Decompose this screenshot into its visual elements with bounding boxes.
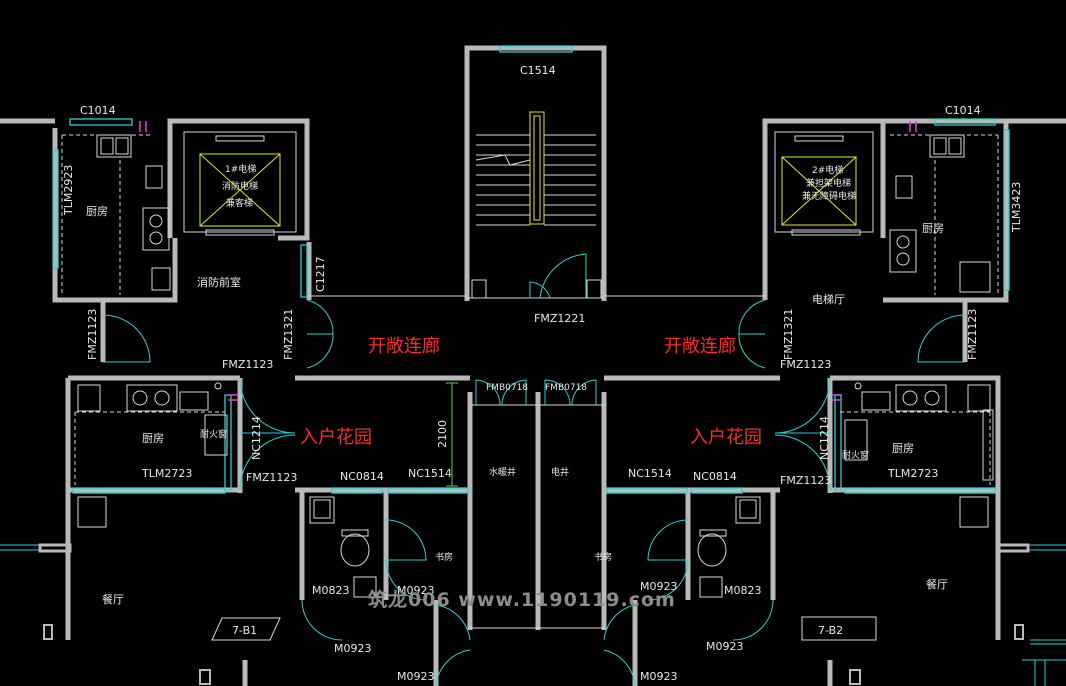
label-kitchen-mr: 厨房 (892, 442, 914, 455)
stair (471, 111, 602, 299)
label-fmz1221: FMZ1221 (534, 312, 585, 325)
label-corridor-right: 开敞连廊 (664, 336, 736, 357)
label-nc1514-right: NC1514 (628, 467, 672, 480)
label-m0923-5: M0923 (397, 670, 435, 683)
label-nc0814-right: NC0814 (693, 470, 737, 483)
label-tlm2723-right: TLM2723 (887, 467, 938, 480)
label-c1514: C1514 (520, 64, 556, 77)
label-water-shaft: 水暖井 (489, 466, 516, 478)
label-fmz1123-r2: FMZ1123 (780, 358, 831, 371)
label-m0923-2: M0923 (640, 580, 678, 593)
label-garden-left: 入户花园 (300, 427, 372, 448)
label-elevator-hall: 电梯厅 (812, 293, 845, 306)
label-nc1514-left: NC1514 (408, 467, 452, 480)
elevators (183, 131, 874, 236)
label-c1014-left: C1014 (80, 104, 116, 117)
kitchen-fixtures (61, 121, 999, 485)
label-elec-shaft: 电井 (551, 466, 569, 478)
label-fmz1123-r3: FMZ1123 (780, 474, 831, 487)
label-fmz1123-l3: FMZ1123 (246, 471, 297, 484)
label-lift1-b: 消防电梯 (222, 180, 258, 192)
label-tlm2723-left: TLM2723 (141, 467, 192, 480)
label-tlm3423: TLM3423 (1010, 182, 1023, 233)
label-nc1214-left: NC1214 (250, 416, 263, 460)
label-fire-window-right: 耐火窗 (842, 449, 869, 461)
label-lift2-c: 兼无障碍电梯 (802, 190, 856, 202)
label-lift1-a: 1#电梯 (225, 163, 256, 175)
dimension-2100 (446, 382, 458, 487)
label-nc0814-left: NC0814 (340, 470, 384, 483)
label-m0923-4: M0923 (706, 640, 744, 653)
label-fmz1123-l2: FMZ1123 (222, 358, 273, 371)
label-fire-lobby: 消防前室 (197, 275, 241, 289)
label-dim-2100: 2100 (436, 420, 449, 448)
label-study-left: 书房 (435, 551, 453, 563)
label-fmz1321-r: FMZ1321 (782, 309, 795, 360)
label-m0923-1: M0923 (397, 584, 435, 597)
label-unit-right: 7-B2 (818, 624, 843, 637)
label-lift2-b: 兼担架电梯 (806, 177, 851, 189)
label-m0823-left: M0823 (312, 584, 350, 597)
label-kitchen-ml: 厨房 (142, 432, 164, 445)
windows (0, 45, 1066, 686)
label-kitchen-tl: 厨房 (86, 205, 108, 218)
door-swings (102, 299, 966, 686)
label-dining-right: 餐厅 (926, 577, 948, 591)
label-fmb0718-1: FMB0718 (486, 383, 528, 393)
label-kitchen-tr: 厨房 (922, 222, 944, 235)
unit-tags (211, 616, 877, 641)
label-unit-left: 7-B1 (232, 624, 257, 637)
label-fmb0718-2: FMB0718 (545, 383, 587, 393)
label-lift1-c: 兼客梯 (226, 197, 253, 209)
label-tlm2923: TLM2923 (62, 165, 75, 216)
label-corridor-left: 开敞连廊 (368, 336, 440, 357)
label-dining-left: 餐厅 (102, 592, 124, 606)
watermark: 筑龙006 www.1190119.com (368, 588, 676, 611)
labels: C1514 C1014 C1014 TLM2923 TLM3423 厨房 厨房 … (62, 64, 1023, 683)
bath-fixtures (77, 496, 989, 598)
label-garden-right: 入户花园 (690, 427, 762, 448)
label-nc1214-right: NC1214 (818, 416, 831, 460)
label-c1014-right: C1014 (945, 104, 981, 117)
label-fmz1123-r1: FMZ1123 (966, 309, 979, 360)
label-fmz1321-l: FMZ1321 (282, 309, 295, 360)
label-fire-window-left: 耐火窗 (200, 428, 227, 440)
label-m0923-6: M0923 (640, 670, 678, 683)
label-c1217: C1217 (314, 256, 327, 292)
label-m0923-3: M0923 (334, 642, 372, 655)
label-study-right: 书房 (594, 551, 612, 563)
label-m0823-right: M0823 (724, 584, 762, 597)
label-fmz1123-l1: FMZ1123 (86, 309, 99, 360)
label-lift2-a: 2#电梯 (812, 164, 843, 176)
